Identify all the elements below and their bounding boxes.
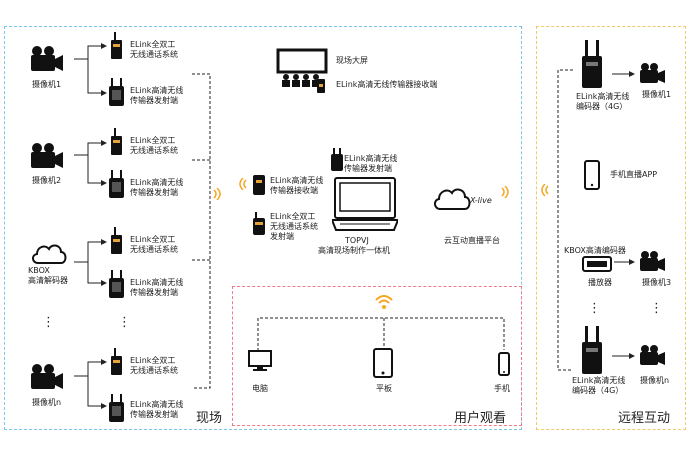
topvj-tx-label: ELink高清无线 <box>344 154 398 163</box>
remote-camera1-label: 摄像机1 <box>642 90 672 99</box>
transmitter-label: ELink高清无线 <box>130 278 184 287</box>
encoder-bottom-desc: 编码器（4G） <box>572 386 624 395</box>
encoder-4g-icon <box>582 40 602 88</box>
intercom-desc: 无线通话系统 <box>130 245 178 254</box>
topvj-name: TOPVJ <box>345 236 369 245</box>
kbox-label: KBOX <box>28 266 50 275</box>
camera-icon <box>640 345 665 365</box>
intercom-desc: 无线通话系统 <box>130 146 178 155</box>
wifi-icon <box>239 178 247 190</box>
player-label: 播放器 <box>588 278 612 287</box>
phone-icon <box>498 352 510 376</box>
transmitter-desc: 传输器发射端 <box>130 96 178 105</box>
intercom-desc: 无线通话系统 <box>130 50 178 59</box>
tablet-label: 平板 <box>376 384 392 393</box>
ellipsis-left: ⋮ <box>42 315 55 330</box>
big-screen-icon <box>276 48 328 87</box>
wifi-icon <box>501 186 509 198</box>
kbox-desc: 高清解码器 <box>28 276 68 285</box>
transmitter-icon <box>331 148 343 171</box>
cloud-label: 云互动直播平台 <box>444 236 500 245</box>
intercom-icon <box>111 32 122 59</box>
phone-app-label: 手机直播APP <box>610 170 658 179</box>
intercom-tx-desc2: 发射端 <box>270 232 294 241</box>
intercom-tx-label: ELink全双工 <box>270 212 316 221</box>
camera-icon <box>31 364 63 389</box>
remote-region <box>536 26 686 430</box>
camera2-label: 摄像机2 <box>32 176 62 185</box>
encoder-top-desc: 编码器（4G） <box>576 102 628 111</box>
transmitter-label: ELink高清无线 <box>130 400 184 409</box>
wifi-icon <box>541 184 549 196</box>
transmitter-icon <box>109 394 124 422</box>
transmitter-icon <box>109 270 124 298</box>
intercom-label: ELink全双工 <box>130 136 176 145</box>
intercom-tx-desc: 无线通话系统 <box>270 222 318 231</box>
wifi-icon <box>375 295 393 309</box>
cloud-icon <box>32 244 67 264</box>
cameran-label: 摄像机n <box>32 398 62 407</box>
phone-icon <box>584 160 600 190</box>
topvj-desc: 高清现场制作一体机 <box>318 246 390 255</box>
rx-label: ELink高清无线 <box>270 176 324 185</box>
remote-region-label: 远程互动 <box>618 411 671 426</box>
remote-camera3-label: 摄像机3 <box>642 278 672 287</box>
intercom-icon <box>111 227 122 254</box>
transmitter-desc: 传输器发射端 <box>130 410 178 419</box>
transmitter-label: ELink高清无线 <box>130 86 184 95</box>
intercom-icon <box>111 348 122 375</box>
user-region <box>232 286 522 426</box>
tablet-icon <box>373 348 393 378</box>
rx-desc: 传输器接收端 <box>270 186 318 195</box>
encoder-4g-icon <box>582 326 602 374</box>
player-icon <box>582 256 612 272</box>
camera-icon <box>31 46 63 71</box>
transmitter-icon <box>109 170 124 198</box>
intercom-label: ELink全双工 <box>130 235 176 244</box>
topvj-machine-icon <box>332 177 398 231</box>
receiver-icon <box>253 175 265 195</box>
intercom-desc: 无线通话系统 <box>130 366 178 375</box>
receiver-top-label: ELink高清无线传输器接收端 <box>336 80 438 89</box>
transmitter-desc: 传输器发射端 <box>130 188 178 197</box>
encoder-top-label: ELink高清无线 <box>576 92 630 101</box>
camera-icon <box>640 63 665 83</box>
kbox-encoder-label: KBOX高清编码器 <box>564 246 626 255</box>
wifi-icon <box>213 188 221 200</box>
pc-icon <box>248 350 272 371</box>
intercom-icon <box>111 128 122 155</box>
cloud-logo: X-live <box>470 196 492 205</box>
ellipsis-remote-left: ⋮ <box>588 301 601 316</box>
transmitter-desc: 传输器发射端 <box>130 288 178 297</box>
remote-cameran-label: 摄像机n <box>640 376 670 385</box>
camera-icon <box>640 251 665 271</box>
encoder-bottom-label: ELink高清无线 <box>572 376 626 385</box>
ellipsis-mid: ⋮ <box>118 315 131 330</box>
transmitter-icon <box>109 78 124 106</box>
user-region-label: 用户观看 <box>454 411 507 426</box>
site-region-label: 现场 <box>196 411 223 426</box>
topvj-tx-desc: 传输器发射端 <box>344 164 392 173</box>
receiver-icon <box>317 79 325 93</box>
phone-label: 手机 <box>494 384 510 393</box>
camera-icon <box>31 143 63 168</box>
intercom-icon <box>253 212 265 235</box>
intercom-label: ELink全双工 <box>130 40 176 49</box>
cloud-icon <box>434 188 471 210</box>
big-screen-label: 现场大屏 <box>336 56 368 65</box>
intercom-label: ELink全双工 <box>130 356 176 365</box>
pc-label: 电脑 <box>252 384 268 393</box>
ellipsis-remote-right: ⋮ <box>650 301 663 316</box>
site-region <box>4 26 522 430</box>
camera1-label: 摄像机1 <box>32 80 62 89</box>
transmitter-label: ELink高清无线 <box>130 178 184 187</box>
